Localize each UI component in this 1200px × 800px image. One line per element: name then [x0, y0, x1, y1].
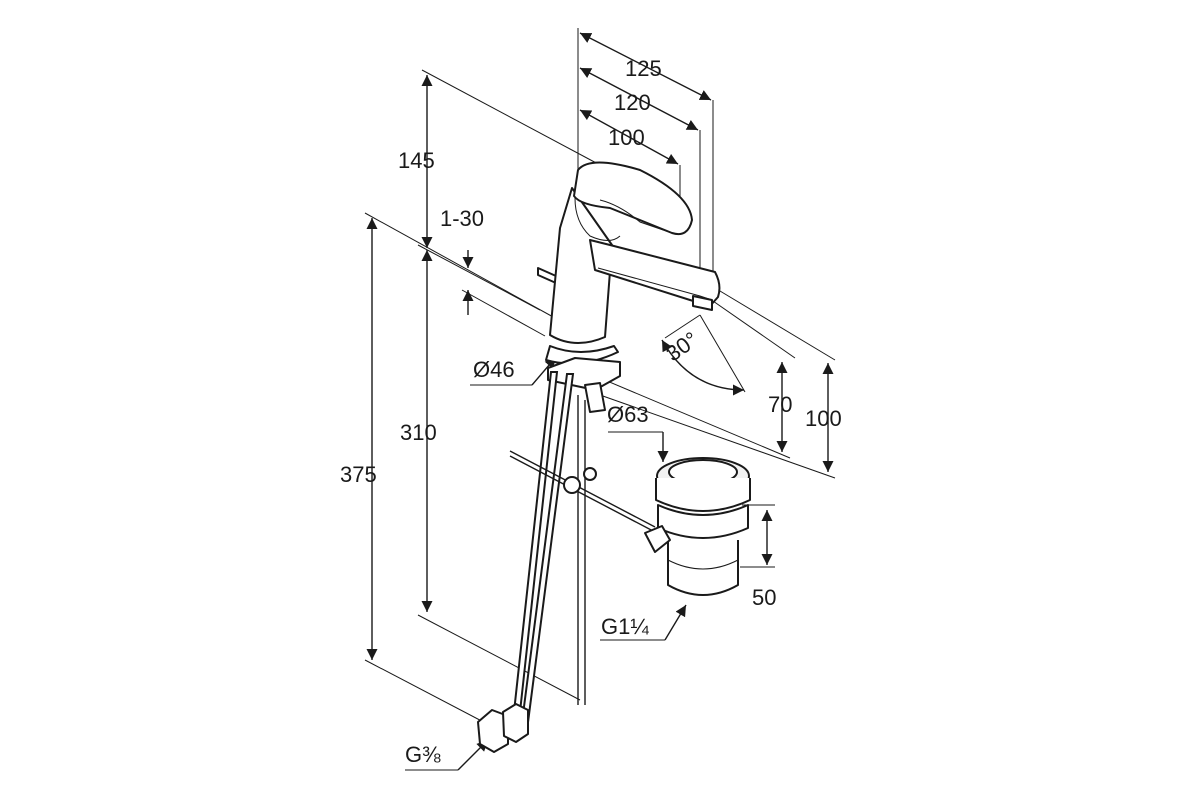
dim-thread-g1-1-4: G1¼ — [600, 604, 687, 641]
dim-label-1-30: 1-30 — [440, 206, 484, 231]
dim-label-100-right: 100 — [805, 406, 842, 431]
dim-height-1-30: 1-30 — [440, 206, 546, 337]
lift-rod — [537, 267, 557, 284]
dim-height-70: 70 — [599, 291, 796, 459]
dim-label-d63: Ø63 — [607, 402, 649, 427]
dim-height-375: 375 — [340, 212, 556, 729]
dim-label-70: 70 — [768, 392, 792, 417]
dim-angle-30: 30° — [661, 314, 746, 396]
hose-connector-left — [477, 709, 509, 753]
dim-label-d46: Ø46 — [473, 357, 515, 382]
pop-up-waste — [644, 457, 751, 596]
dim-diameter-46: Ø46 — [470, 356, 557, 386]
supply-hoses — [477, 371, 575, 753]
dim-label-375: 375 — [340, 462, 377, 487]
faucet-lever — [573, 161, 693, 236]
dim-label-30deg: 30° — [661, 327, 703, 367]
hose-connector-right — [502, 703, 529, 743]
faucet-column — [549, 187, 613, 344]
dim-height-50: 50 — [740, 504, 776, 610]
pop-up-rod — [509, 450, 656, 533]
spout-aerator — [692, 295, 713, 311]
waste-body-upper — [657, 504, 749, 539]
dim-height-310: 310 — [400, 244, 581, 701]
dim-label-g1-1-4: G1¼ — [601, 614, 649, 639]
dim-width-100: 100 — [579, 109, 681, 225]
dim-label-120: 120 — [614, 90, 651, 115]
dim-height-100: 100 — [599, 287, 842, 479]
dim-thread-g3-8: G⅜ — [405, 739, 489, 771]
waste-body-lower — [667, 540, 739, 596]
dim-label-g3-8: G⅜ — [405, 742, 441, 767]
faucet-body — [537, 161, 721, 365]
dim-label-310: 310 — [400, 420, 437, 445]
dim-label-145: 145 — [398, 148, 435, 173]
dim-label-100: 100 — [608, 125, 645, 150]
rod-clamp-screw — [583, 467, 597, 481]
rod-clamp — [563, 476, 581, 494]
dim-diameter-63: Ø63 — [607, 402, 669, 462]
dim-height-145: 145 — [398, 69, 601, 248]
dim-label-125: 125 — [625, 56, 662, 81]
dim-label-50: 50 — [752, 585, 776, 610]
mounting-nut — [584, 382, 606, 413]
waste-rod-joint — [644, 525, 671, 553]
